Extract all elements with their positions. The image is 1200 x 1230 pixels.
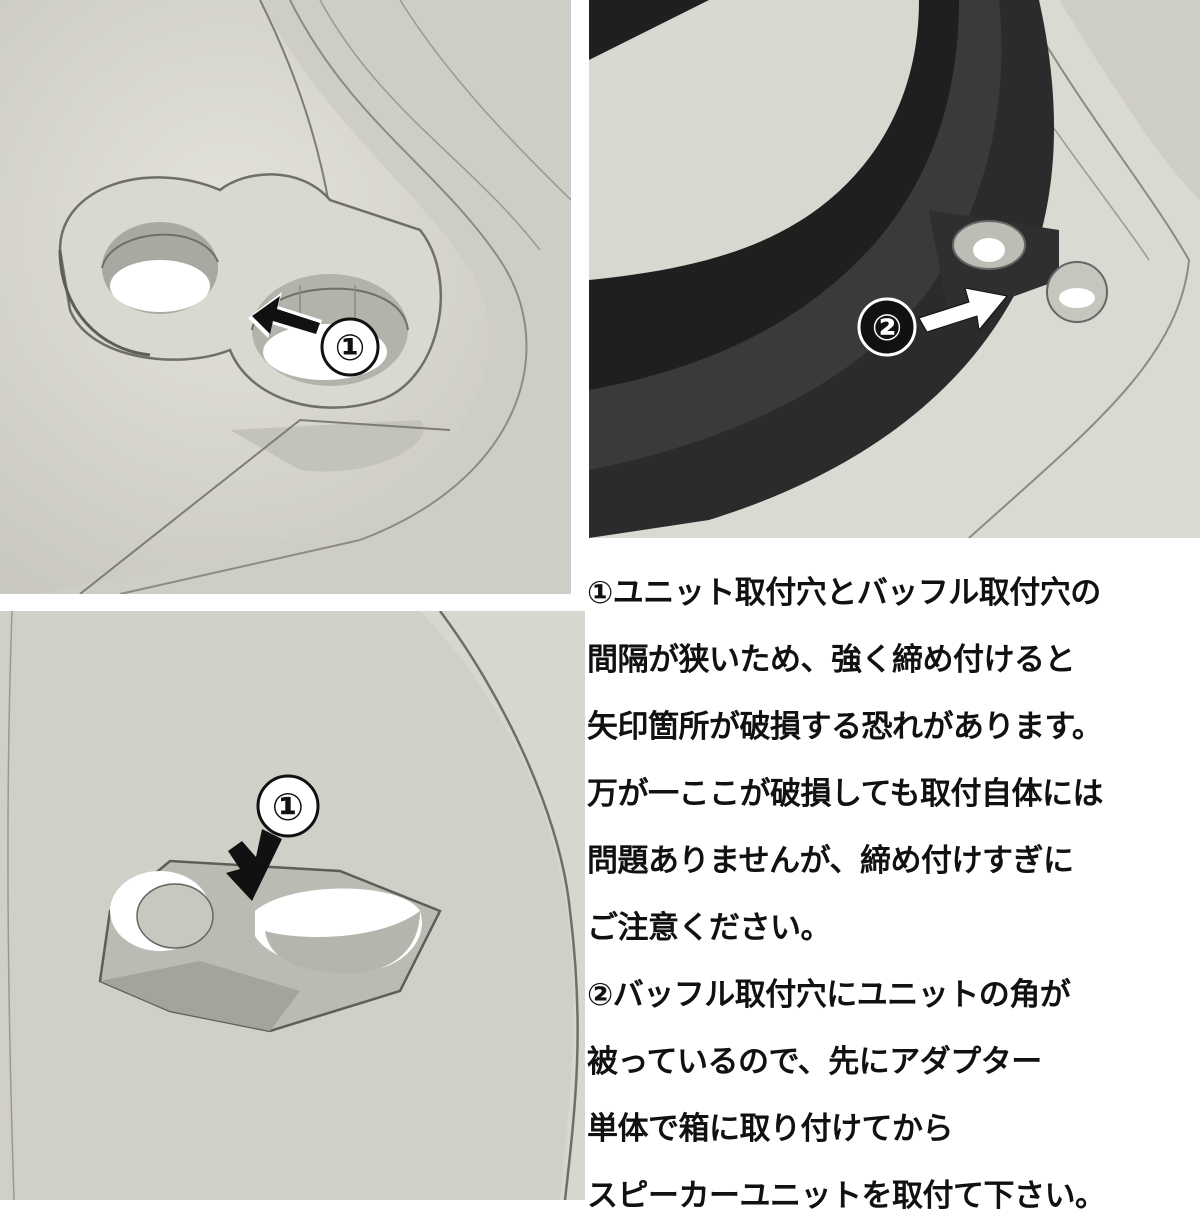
caution-notes: ①ユニット取付穴とバッフル取付穴の 間隔が狭いため、強く締め付けると 矢印箇所が…: [587, 560, 1200, 1230]
note-line: 万が一ここが破損しても取付自体には: [587, 776, 1104, 812]
note-line: 単体で箱に取り付けてから: [587, 1111, 954, 1147]
callout-label: ①: [335, 328, 365, 369]
callout-badge-1: ①: [320, 317, 380, 377]
note-line: 間隔が狭いため、強く締め付けると: [587, 642, 1076, 678]
note-line: 矢印箇所が破損する恐れがあります。: [587, 709, 1103, 745]
callout-arrow-icon: [918, 287, 1008, 333]
note-line: ご注意ください。: [587, 910, 832, 946]
speaker-overlap-illustration: ②: [589, 0, 1200, 538]
callout-label: ②: [872, 308, 902, 349]
mount-hole-illustration: ①: [0, 0, 571, 594]
callout-badge-2: ②: [857, 297, 917, 357]
note-line: 被っているので、先にアダプター: [587, 1044, 1042, 1080]
callout-arrow-icon: [226, 829, 282, 901]
mount-hole-render-bottom-left: ①: [0, 611, 585, 1200]
callout-arrow-icon: [248, 292, 322, 338]
note-line: スピーカーユニットを取付て下さい。: [587, 1178, 1106, 1214]
mount-hole-render-top-left: ①: [0, 0, 571, 594]
speaker-overlap-render-top-right: ②: [589, 0, 1200, 538]
note-line: 問題ありませんが、締め付けすぎに: [587, 843, 1074, 879]
callout-badge-1: ①: [256, 774, 320, 838]
note-line: ②バッフル取付穴にユニットの角が: [587, 977, 1071, 1013]
note-line: ①ユニット取付穴とバッフル取付穴の: [587, 575, 1101, 611]
mount-hole-back-illustration: ①: [0, 611, 585, 1200]
callout-label: ①: [272, 785, 304, 829]
